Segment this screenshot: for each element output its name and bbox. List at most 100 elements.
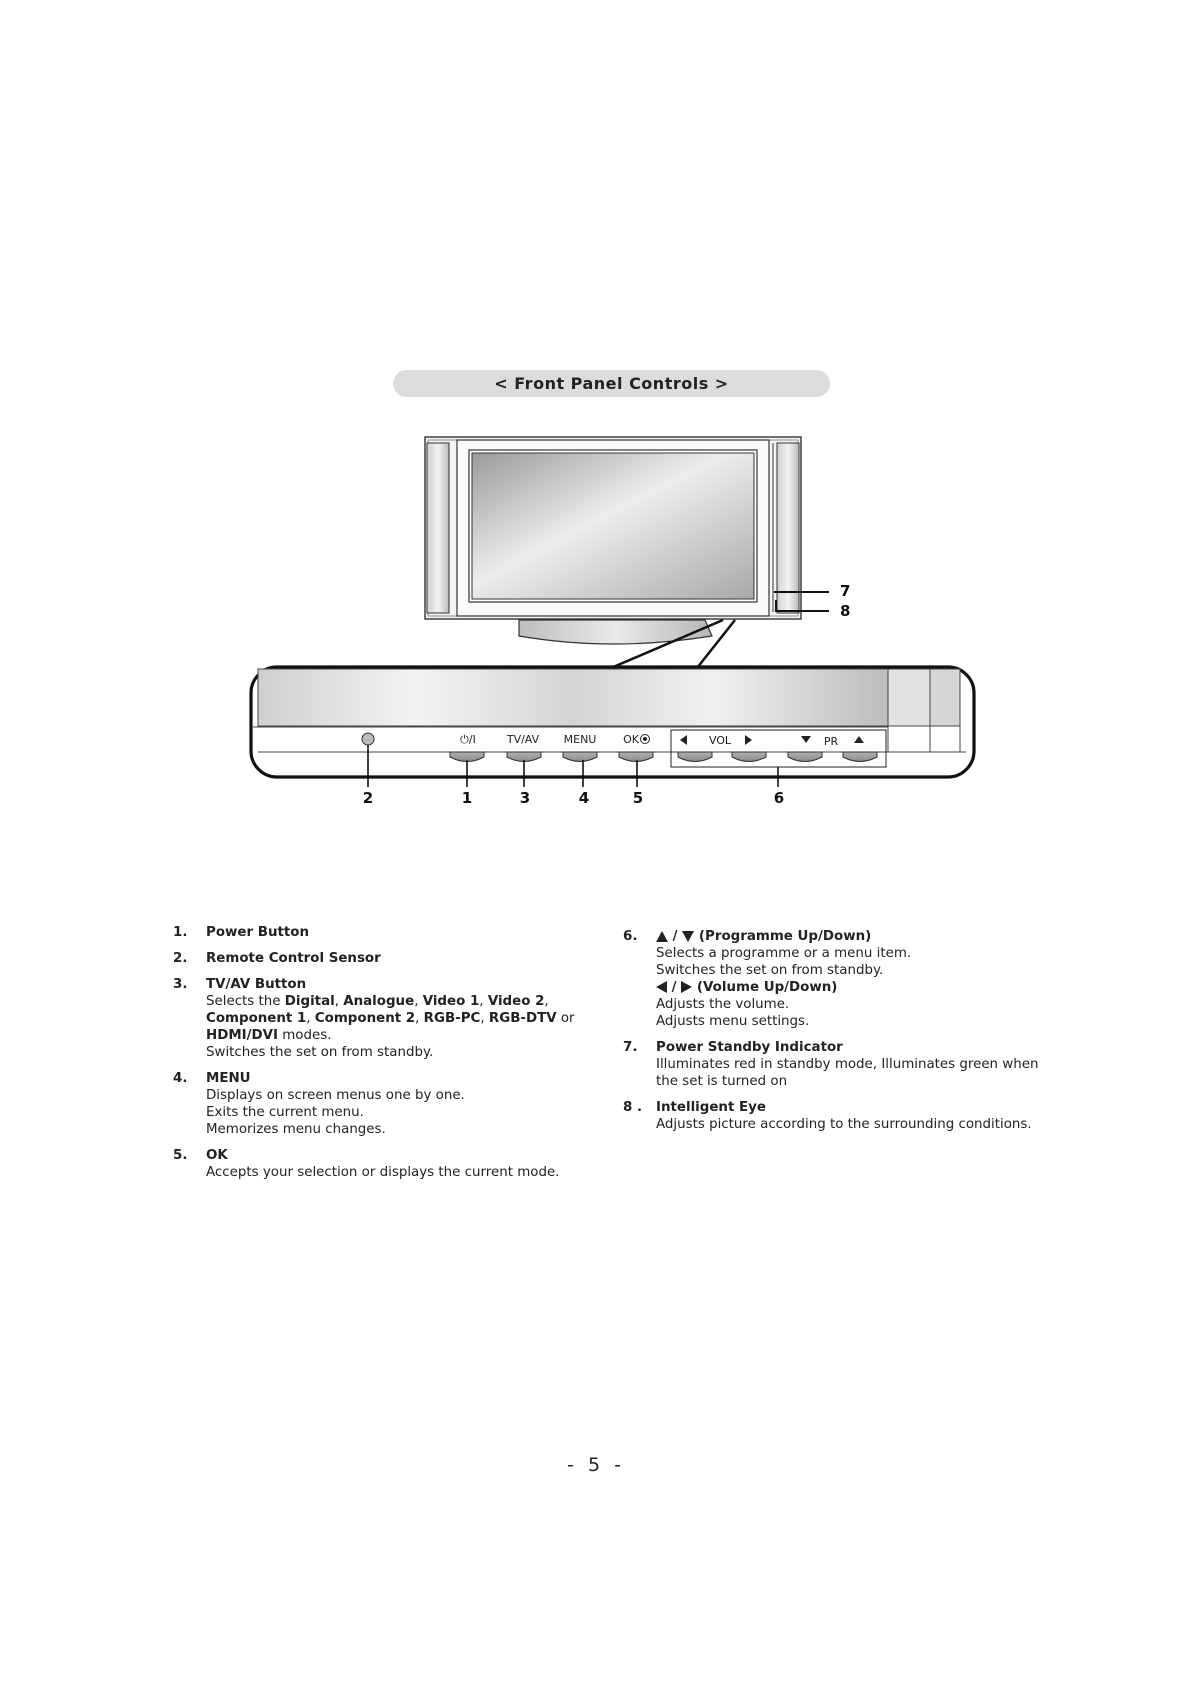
callout-3: 3 (520, 789, 530, 807)
text-run: , (414, 994, 419, 1009)
pr-down-arrow-icon (801, 736, 811, 743)
callout-line-8 (775, 600, 829, 612)
item-text: Switches the set on from standby. (206, 1045, 434, 1060)
item-heading: OK (206, 1148, 228, 1163)
text-run: / (671, 980, 677, 995)
item-number: 7. (623, 1040, 638, 1055)
text-run: or (560, 1011, 575, 1026)
tv-stand (518, 619, 713, 645)
text-run: modes. (282, 1028, 332, 1043)
tvav-button[interactable] (506, 751, 542, 762)
description-right-column: 6. / (Programme Up/Down) Selects a progr… (623, 928, 1053, 1142)
item-heading: Remote Control Sensor (206, 951, 381, 966)
item-power-button: 1. Power Button (173, 924, 613, 941)
vol-label: VOL (709, 734, 732, 747)
pr-up-button[interactable] (842, 751, 878, 762)
mode-rgbdtv: RGB-DTV (488, 1011, 557, 1026)
item-text: Switches the set on from standby. (656, 963, 884, 978)
callout-1: 1 (462, 789, 472, 807)
item-heading: / (Programme Up/Down) (656, 928, 1053, 945)
triangle-down-icon (682, 930, 695, 942)
item-text: Accepts your selection or displays the c… (206, 1165, 560, 1180)
mode-hdmi: HDMI/DVI (206, 1028, 278, 1043)
menu-label: MENU (564, 733, 597, 746)
mode-analogue: Analogue (343, 994, 415, 1009)
triangle-left-icon (656, 981, 667, 993)
item-number: 2. (173, 951, 188, 966)
text-run: (Programme Up/Down) (698, 929, 872, 944)
tv-illustration: 7 8 (424, 436, 850, 645)
item-intelligent-eye: 8 . Intelligent Eye Adjusts picture acco… (623, 1099, 1053, 1133)
callout-6: 6 (774, 789, 784, 807)
text-run: , (544, 994, 549, 1009)
callout-8: 8 (840, 602, 850, 620)
item-remote-sensor: 2. Remote Control Sensor (173, 950, 613, 967)
mode-video2: Video 2 (487, 994, 545, 1009)
text-run: , (306, 1011, 311, 1026)
item-tvav-button: 3. TV/AV Button Selects the Digital, Ana… (173, 976, 613, 1061)
item-text: Displays on screen menus one by one. (206, 1088, 465, 1103)
left-speaker (426, 442, 450, 614)
mode-rgbpc: RGB-PC (423, 1011, 481, 1026)
item-text: Adjusts picture according to the surroun… (656, 1117, 1032, 1132)
panel-detail: ⏻/I TV/AV MENU OK VOL PR 2 1 3 (249, 665, 976, 807)
item-text: Illuminates red in standby mode, Illumin… (656, 1057, 1039, 1089)
item-text: Adjusts menu settings. (656, 1014, 810, 1029)
item-text: Selects the Digital, Analogue, Video 1, … (206, 993, 613, 1044)
item-heading: MENU (206, 1071, 251, 1086)
text-run: / (672, 929, 678, 944)
mode-component1: Component 1 (206, 1011, 307, 1026)
pr-down-button[interactable] (787, 751, 823, 762)
callout-7: 7 (840, 582, 850, 600)
mode-video1: Video 1 (422, 994, 480, 1009)
tvav-label: TV/AV (506, 733, 540, 746)
menu-button[interactable] (562, 751, 598, 762)
callout-5: 5 (633, 789, 643, 807)
ok-button[interactable] (618, 751, 654, 762)
triangle-up-icon (656, 930, 668, 942)
text-run: , (334, 994, 339, 1009)
item-standby-indicator: 7. Power Standby Indicator Illuminates r… (623, 1039, 1053, 1090)
vol-down-arrow-icon (680, 735, 687, 745)
item-heading: / (Volume Up/Down) (656, 979, 1053, 996)
item-number: 3. (173, 977, 188, 992)
vol-up-arrow-icon (745, 735, 752, 745)
ok-label: OK (623, 733, 640, 746)
power-label: ⏻/I (460, 733, 476, 746)
callout-4: 4 (579, 789, 589, 807)
text-run: , (415, 1011, 420, 1026)
description-left-column: 1. Power Button 2. Remote Control Sensor… (173, 924, 613, 1190)
vol-down-button[interactable] (677, 751, 713, 762)
zoom-line-left (610, 618, 724, 670)
item-heading: Power Standby Indicator (656, 1040, 843, 1055)
item-number: 8 . (623, 1100, 643, 1115)
vol-up-button[interactable] (731, 751, 767, 762)
triangle-right-icon (681, 981, 693, 993)
item-heading: Intelligent Eye (656, 1100, 766, 1115)
tv-screen (471, 452, 755, 600)
item-heading: Power Button (206, 925, 310, 940)
item-heading: TV/AV Button (206, 977, 307, 992)
item-number: 6. (623, 929, 638, 944)
item-text: Adjusts the volume. (656, 997, 790, 1012)
pr-up-arrow-icon (854, 736, 864, 743)
item-text: Selects a programme or a menu item. (656, 946, 912, 961)
item-menu: 4. MENU Displays on screen menus one by … (173, 1070, 613, 1138)
text-run: (Volume Up/Down) (696, 980, 838, 995)
mode-component2: Component 2 (314, 1011, 416, 1026)
item-text: Memorizes menu changes. (206, 1122, 386, 1137)
text-run: Selects the (206, 994, 281, 1009)
right-speaker (776, 442, 800, 614)
item-programme-volume: 6. / (Programme Up/Down) Selects a progr… (623, 928, 1053, 1030)
mode-digital: Digital (284, 994, 335, 1009)
front-panel-diagram: 7 8 ⏻/I TV/AV MENU OK VOL PR (249, 436, 976, 807)
zoom-line-right (696, 619, 736, 669)
panel-front-strip (257, 668, 889, 727)
item-ok: 5. OK Accepts your selection or displays… (173, 1147, 613, 1181)
ok-circle-icon (640, 734, 650, 744)
power-button[interactable] (449, 751, 485, 762)
text-run: , (479, 994, 484, 1009)
item-number: 5. (173, 1148, 188, 1163)
item-number: 1. (173, 925, 188, 940)
text-run: , (480, 1011, 485, 1026)
